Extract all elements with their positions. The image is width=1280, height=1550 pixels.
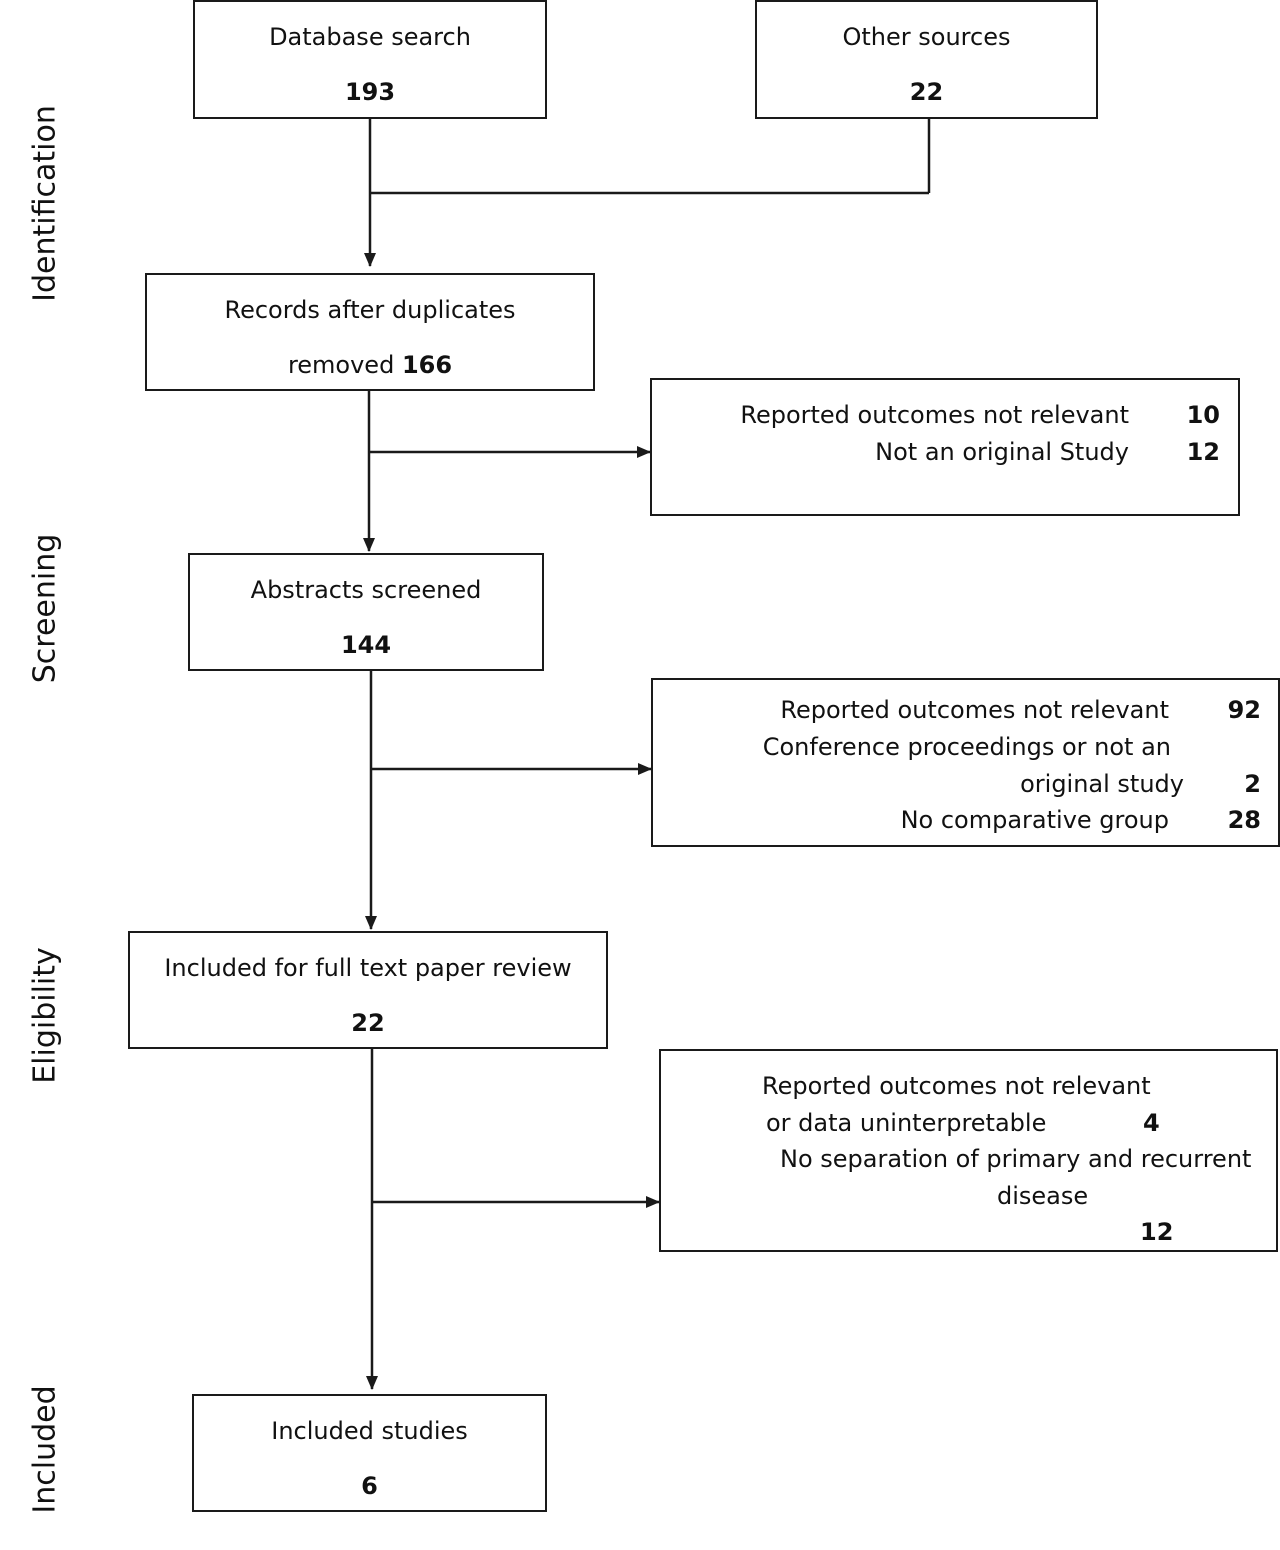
exclusion-1-reason-2: Not an original Study bbox=[875, 438, 1129, 466]
exclusion-2-count-2: 2 bbox=[1244, 770, 1261, 798]
other-sources-label: Other sources bbox=[842, 23, 1011, 51]
stage-identification: Identification bbox=[27, 105, 63, 302]
stage-included: Included bbox=[27, 1385, 63, 1514]
exclusion-box-abstracts: Reported outcomes not relevant 92 Confer… bbox=[651, 678, 1280, 847]
other-sources-count: 22 bbox=[909, 78, 944, 106]
exclusion-2-reason-2-line1: Conference proceedings or not an bbox=[762, 733, 1171, 761]
records-label-line1: Records after duplicates bbox=[224, 296, 516, 324]
stage-screening: Screening bbox=[27, 533, 63, 684]
abstracts-screened-box: Abstracts screened 144 bbox=[188, 553, 544, 671]
full-text-review-count: 22 bbox=[351, 1009, 385, 1037]
other-sources-box: Other sources 22 bbox=[755, 0, 1098, 119]
records-after-duplicates-box: Records after duplicates removed 166 bbox=[145, 273, 595, 391]
exclusion-3-count-1: 4 bbox=[1143, 1109, 1160, 1137]
exclusion-1-count-1: 10 bbox=[1186, 401, 1220, 429]
included-studies-label: Included studies bbox=[271, 1417, 468, 1445]
exclusion-2-reason-1: Reported outcomes not relevant bbox=[780, 696, 1169, 724]
records-count: 166 bbox=[401, 351, 453, 379]
database-search-count: 193 bbox=[344, 78, 396, 106]
exclusion-2-reason-3: No comparative group bbox=[900, 806, 1169, 834]
exclusion-box-duplicates: Reported outcomes not relevant 10 Not an… bbox=[650, 378, 1240, 516]
records-label-line2: removed 166 bbox=[147, 353, 593, 377]
included-studies-count: 6 bbox=[361, 1472, 378, 1500]
exclusion-3-count-2: 12 bbox=[1140, 1218, 1174, 1246]
stage-eligibility: Eligibility bbox=[27, 947, 63, 1084]
exclusion-2-count-3: 28 bbox=[1227, 806, 1261, 834]
exclusion-1-reason-1: Reported outcomes not relevant bbox=[740, 401, 1129, 429]
included-studies-box: Included studies 6 bbox=[192, 1394, 547, 1512]
database-search-label: Database search bbox=[269, 23, 471, 51]
exclusion-2-count-1: 92 bbox=[1227, 696, 1261, 724]
database-search-box: Database search 193 bbox=[193, 0, 547, 119]
exclusion-2-reason-2-line2: original study bbox=[1020, 770, 1184, 798]
exclusion-1-count-2: 12 bbox=[1186, 438, 1220, 466]
exclusion-3-reason-1-line1: Reported outcomes not relevant bbox=[762, 1072, 1151, 1100]
abstracts-screened-count: 144 bbox=[340, 631, 392, 659]
exclusion-box-full-text: Reported outcomes not relevant or data u… bbox=[659, 1049, 1278, 1252]
abstracts-screened-label: Abstracts screened bbox=[250, 576, 482, 604]
records-label-removed: removed bbox=[287, 351, 395, 379]
exclusion-3-reason-1-line2: or data uninterpretable bbox=[766, 1109, 1047, 1137]
full-text-review-label: Included for full text paper review bbox=[164, 954, 572, 982]
exclusion-3-reason-2-line1: No separation of primary and recurrent bbox=[780, 1145, 1252, 1173]
full-text-review-box: Included for full text paper review 22 bbox=[128, 931, 608, 1049]
exclusion-3-reason-2-line2: disease bbox=[997, 1182, 1089, 1210]
